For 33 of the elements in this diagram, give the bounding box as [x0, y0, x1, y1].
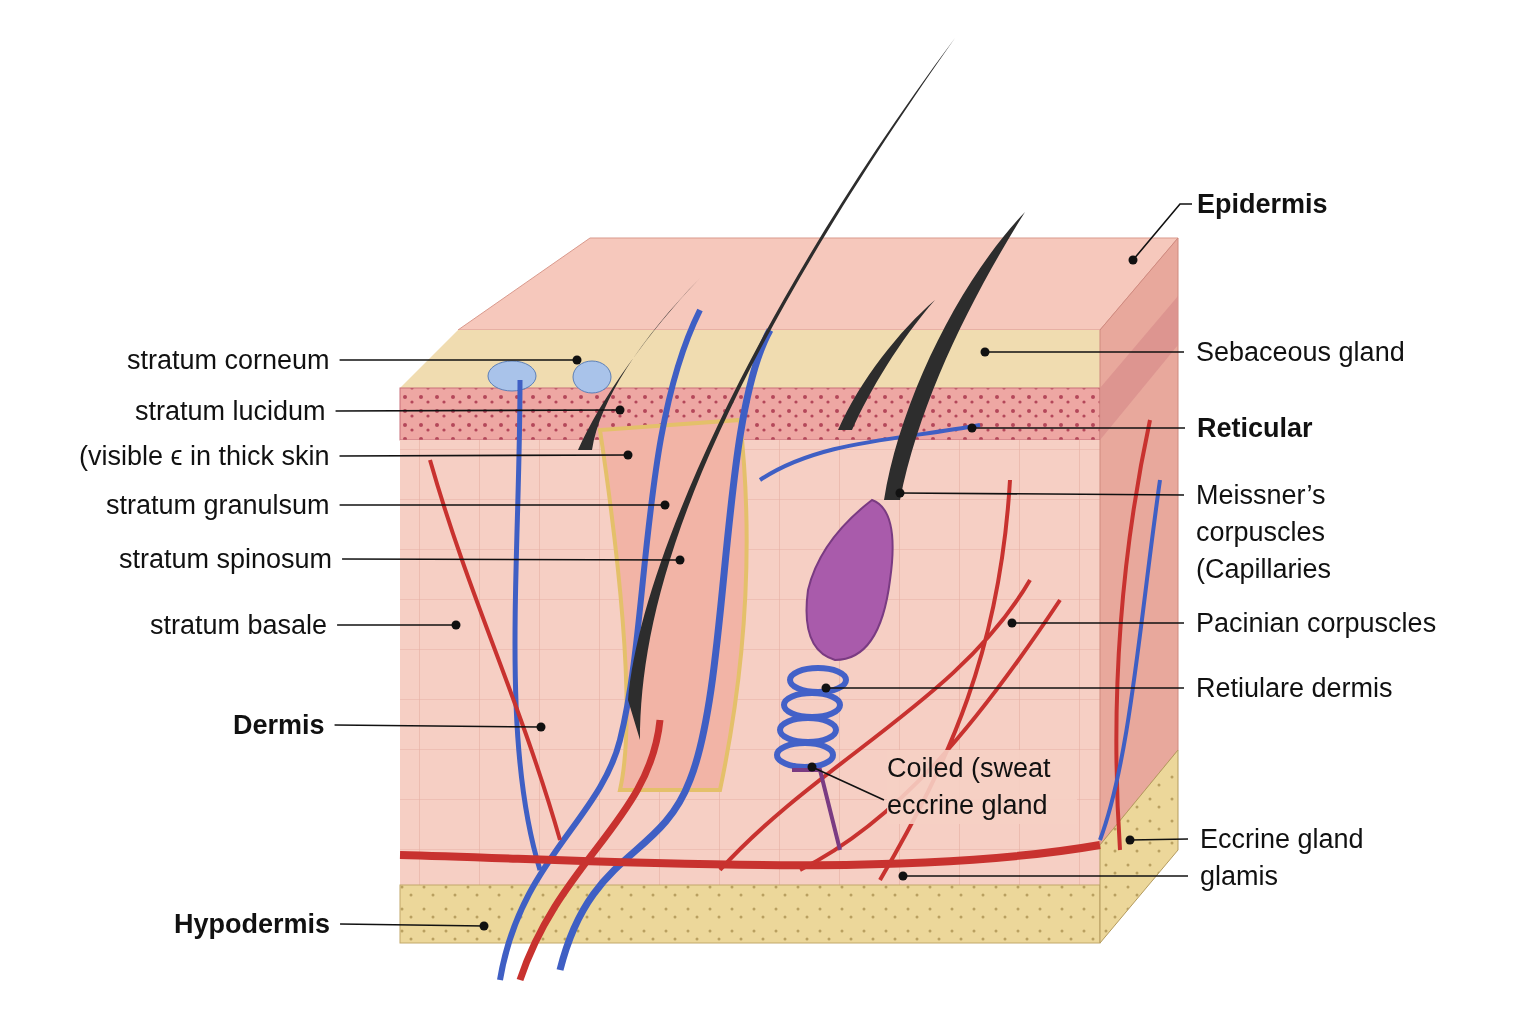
part-label: stratum corneum — [127, 342, 330, 379]
part-label: Pacinian corpuscles — [1196, 605, 1437, 642]
part-label: stratum spinosum — [119, 541, 333, 578]
part-label: Sebaceous gland — [1196, 334, 1405, 371]
part-label: stratum basale — [150, 607, 328, 644]
part-label: Dermis — [233, 707, 325, 744]
part-label: Coiled (sweat eccrine gland — [887, 750, 1077, 824]
leader-line — [334, 405, 625, 415]
leader-line — [341, 555, 685, 565]
leader-line — [336, 620, 461, 630]
leader-line — [821, 683, 1185, 693]
leader-line — [339, 921, 489, 931]
part-label: glamis — [1200, 858, 1279, 895]
leader-line — [807, 762, 885, 801]
part-label: Eccrine gland — [1200, 821, 1364, 858]
part-label: Retiulare dermis — [1196, 670, 1393, 707]
leader-line — [333, 722, 546, 732]
leader-line — [1128, 203, 1193, 265]
part-label: stratum granulsum — [106, 487, 330, 524]
leader-line — [980, 347, 1185, 357]
part-label: Meissner’s corpuscles (Capillaries — [1196, 477, 1356, 588]
leader-line — [967, 423, 1186, 433]
part-label: (visible ϵ in thick skin — [79, 438, 330, 475]
leader-line — [895, 488, 1185, 498]
part-label: Epidermis — [1197, 186, 1328, 223]
part-label: stratum lucidum — [135, 393, 326, 430]
leader-line — [898, 871, 1189, 881]
leader-line — [338, 355, 582, 365]
leader-line — [338, 450, 633, 460]
leader-line — [1007, 618, 1185, 628]
leader-line — [338, 500, 670, 510]
part-label: Reticular — [1197, 410, 1313, 447]
part-label: Hypodermis — [174, 906, 331, 943]
